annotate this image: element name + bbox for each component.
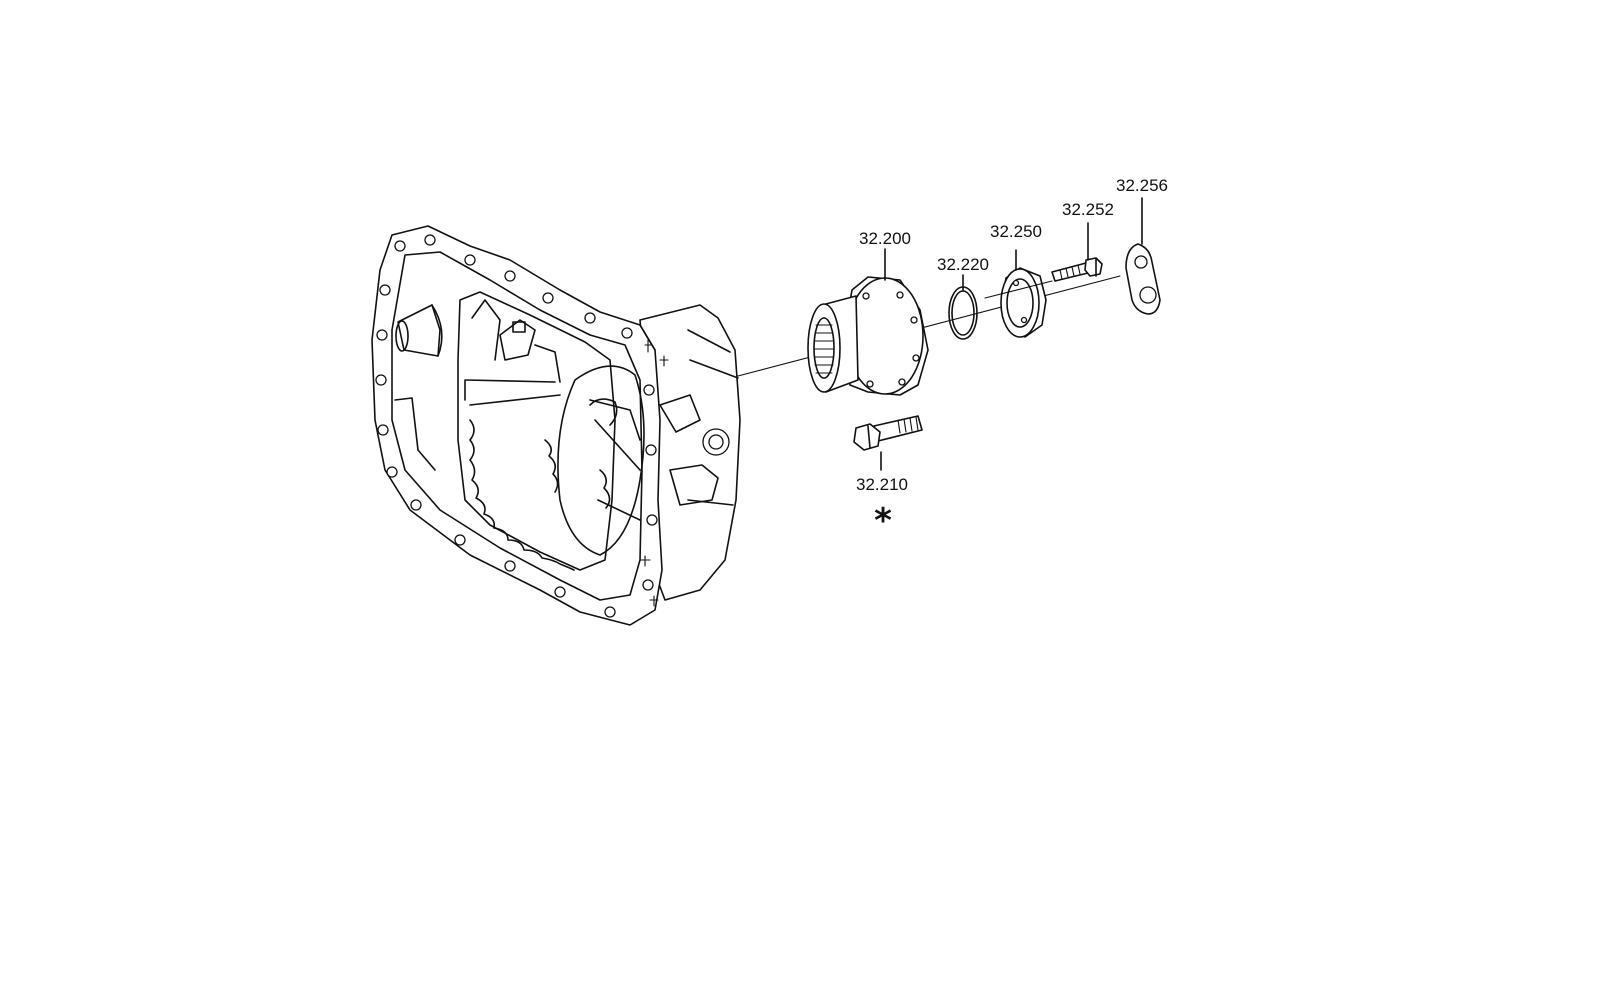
label-32210: 32.210 [856, 475, 908, 494]
part-32250-cover-plate [984, 249, 1053, 338]
part-32252-screw [1051, 222, 1103, 282]
label-32220: 32.220 [937, 255, 989, 274]
part-32200-flange [807, 276, 929, 396]
part-32210-bolt [853, 415, 923, 471]
part-32220-o-ring [948, 274, 978, 340]
label-32200: 32.200 [859, 229, 911, 248]
transmission-housing [371, 225, 741, 626]
label-32256: 32.256 [1116, 176, 1168, 195]
assembly-axis-line [737, 275, 1121, 377]
label-32252: 32.252 [1062, 200, 1114, 219]
label-32250: 32.250 [990, 222, 1042, 241]
part-32256-lock-plate [1125, 197, 1161, 315]
asterisk-note-marker: * [874, 501, 892, 541]
